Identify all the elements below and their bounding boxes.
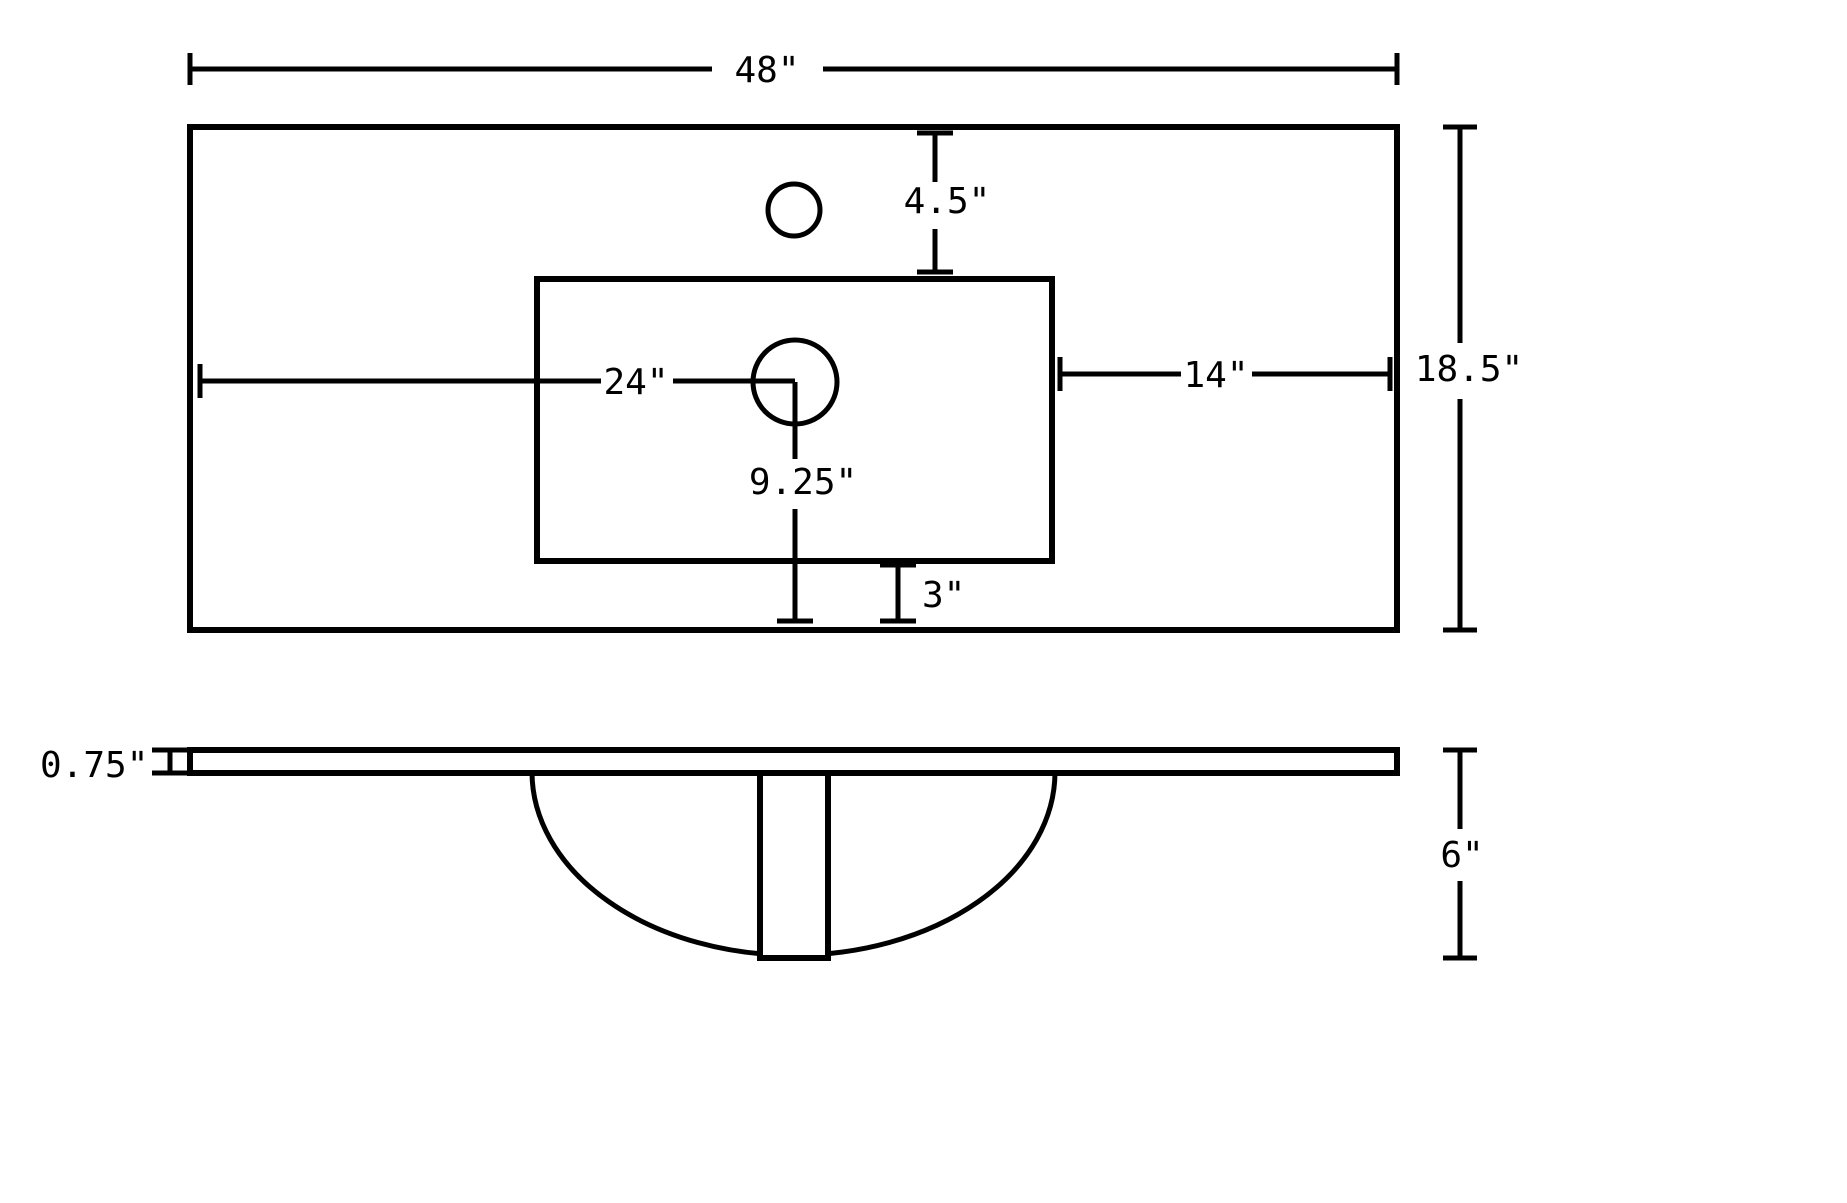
dim-label-overall-width: 48" xyxy=(734,50,799,91)
countertop-slab xyxy=(187,747,1400,776)
dim-label-drain-to-front: 9.25" xyxy=(749,462,857,503)
dim-overall-width: 48" xyxy=(187,50,1400,91)
dim-label-basin-to-front-edge: 3" xyxy=(922,575,965,616)
dim-basin-to-right-edge: 14" xyxy=(1057,355,1393,396)
dim-faucet-hole-offset: 4.5" xyxy=(904,130,991,275)
dim-label-drain-from-left: 24" xyxy=(603,362,668,403)
dim-label-basin-to-right-edge: 14" xyxy=(1183,355,1248,396)
side-view: 0.75" 6" xyxy=(40,745,1484,961)
dim-basin-to-front-edge: 3" xyxy=(880,562,965,624)
dim-label-faucet-hole-offset: 4.5" xyxy=(904,181,991,222)
countertop-outline xyxy=(187,124,1400,633)
dim-bowl-depth: 6" xyxy=(1440,747,1484,961)
dim-drain-to-front: 9.25" xyxy=(749,382,857,624)
dim-top-thickness: 0.75" xyxy=(40,745,188,786)
dim-overall-depth: 18.5" xyxy=(1415,124,1523,633)
top-view: 48" 4.5" 18.5" xyxy=(187,50,1523,633)
dim-label-top-thickness: 0.75" xyxy=(40,745,148,786)
faucet-hole xyxy=(765,181,823,239)
dim-label-bowl-depth: 6" xyxy=(1440,835,1483,876)
drain-pipe xyxy=(757,755,831,961)
dim-label-overall-depth: 18.5" xyxy=(1415,349,1523,390)
dim-drain-from-left: 24" xyxy=(197,362,795,403)
